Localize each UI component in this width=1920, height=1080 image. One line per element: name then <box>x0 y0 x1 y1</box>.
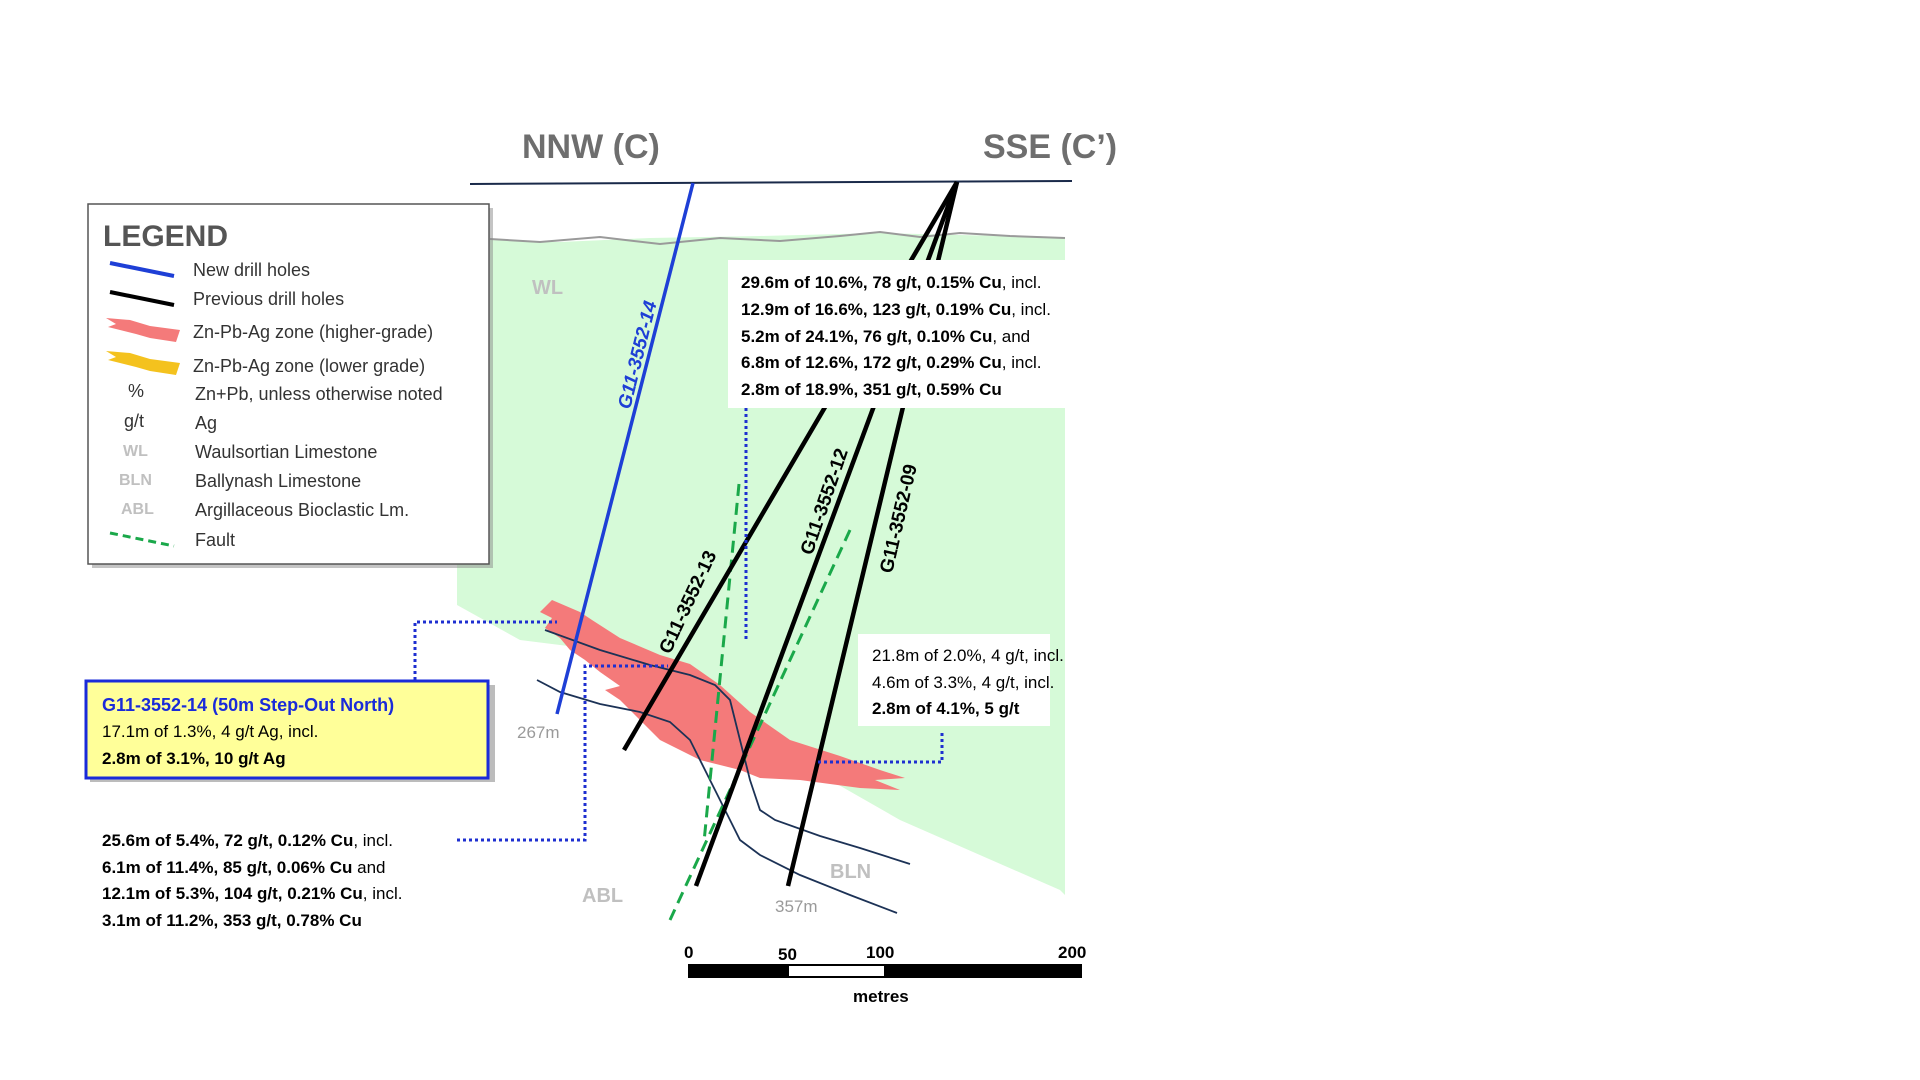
legend-label-gt: Ag <box>195 413 217 433</box>
callout-line-2: 2.8m of 3.1%, 10 g/t Ag <box>102 749 286 768</box>
legend-abbr-percent: % <box>128 381 144 401</box>
legend-lower-grade-swatch <box>106 351 180 375</box>
svg-text:12.9m of 16.6%, 123 g/t, 0.19%: 12.9m of 16.6%, 123 g/t, 0.19% Cu, incl. <box>741 300 1051 319</box>
legend-title: LEGEND <box>103 220 228 253</box>
depth-label-267m: 267m <box>517 723 560 742</box>
section-reference-line <box>469 180 1073 185</box>
svg-text:12.1m of 5.3%, 104 g/t, 0.21%: 12.1m of 5.3%, 104 g/t, 0.21% Cu, incl. <box>102 884 402 903</box>
legend-label-bln: Ballynash Limestone <box>195 471 361 491</box>
depth-label-357m: 357m <box>775 897 818 916</box>
legend: LEGEND New drill holes Previous drill ho… <box>87 203 493 568</box>
topographic-surface <box>489 230 1066 246</box>
intercepts-mid-right: 21.8m of 2.0%, 4 g/t, incl. 4.6m of 3.3%… <box>872 646 1064 718</box>
legend-abbr-gt: g/t <box>124 411 144 431</box>
legend-abbr-abl: ABL <box>121 501 154 518</box>
section-end-left-label: NNW (C) <box>522 128 660 166</box>
svg-text:3.1m of 11.2%, 353 g/t, 0.78%: 3.1m of 11.2%, 353 g/t, 0.78% Cu <box>102 911 362 930</box>
svg-text:21.8m of 2.0%, 4 g/t, incl.: 21.8m of 2.0%, 4 g/t, incl. <box>872 646 1064 665</box>
svg-text:6.1m of 11.4%, 85 g/t, 0.06% C: 6.1m of 11.4%, 85 g/t, 0.06% Cu and <box>102 858 385 877</box>
scale-tick-50: 50 <box>778 945 797 964</box>
leader-line-mid-right <box>818 730 944 764</box>
svg-text:29.6m of 10.6%, 78 g/t, 0.15%: 29.6m of 10.6%, 78 g/t, 0.15% Cu, incl. <box>741 273 1041 292</box>
callout-g11-3552-14: G11-3552-14 (50m Step-Out North) 17.1m o… <box>84 679 495 782</box>
legend-label-higher-grade: Zn-Pb-Ag zone (higher-grade) <box>193 322 433 342</box>
legend-label-previous-holes: Previous drill holes <box>193 289 344 309</box>
scale-tick-200: 200 <box>1058 943 1086 962</box>
intercepts-top-right: 29.6m of 10.6%, 78 g/t, 0.15% Cu, incl. … <box>741 273 1051 399</box>
section-end-right-label: SSE (C’) <box>983 128 1117 166</box>
leader-line-bottom-left <box>457 664 668 842</box>
svg-text:2.8m of 18.9%, 351 g/t, 0.59%: 2.8m of 18.9%, 351 g/t, 0.59% Cu <box>741 380 1002 399</box>
callout-line-1: 17.1m of 1.3%, 4 g/t Ag, incl. <box>102 722 318 741</box>
legend-label-abl: Argillaceous Bioclastic Lm. <box>195 500 409 520</box>
drill-hole-g11-3552-14 <box>555 182 695 715</box>
legend-label-wl: Waulsortian Limestone <box>195 442 377 462</box>
svg-text:6.8m of 12.6%, 172 g/t, 0.29%: 6.8m of 12.6%, 172 g/t, 0.29% Cu, incl. <box>741 353 1041 372</box>
svg-text:2.8m of 4.1%, 5 g/t: 2.8m of 4.1%, 5 g/t <box>872 699 1020 718</box>
legend-abbr-wl: WL <box>123 443 148 460</box>
legend-abbr-bln: BLN <box>119 472 152 489</box>
intercepts-bottom-left: 25.6m of 5.4%, 72 g/t, 0.12% Cu, incl. 6… <box>102 831 402 930</box>
legend-label-percent: Zn+Pb, unless otherwise noted <box>195 384 443 404</box>
higher-grade-zone <box>540 600 905 790</box>
legend-label-lower-grade: Zn-Pb-Ag zone (lower grade) <box>193 356 425 376</box>
scale-tick-100: 100 <box>866 943 894 962</box>
legend-new-hole-line <box>109 261 175 278</box>
legend-label-fault: Fault <box>195 530 235 550</box>
fault-1 <box>702 483 741 843</box>
svg-text:4.6m of 3.3%, 4 g/t, incl.: 4.6m of 3.3%, 4 g/t, incl. <box>872 673 1054 692</box>
scale-tick-0: 0 <box>684 943 693 962</box>
unit-label-abl: ABL <box>582 885 623 907</box>
intercept-box-top-right <box>728 260 1083 408</box>
legend-label-new-holes: New drill holes <box>193 260 310 280</box>
unit-label-bln: BLN <box>830 861 871 883</box>
callout-title: G11-3552-14 (50m Step-Out North) <box>102 695 394 715</box>
legend-higher-grade-swatch <box>106 318 180 342</box>
fault-2 <box>668 529 852 921</box>
scale-bar: 0 50 100 200 metres <box>684 943 1086 1006</box>
leader-line-callout <box>413 620 557 680</box>
unit-label-wl: WL <box>532 277 563 299</box>
intercept-box-mid-right <box>858 634 1050 726</box>
svg-text:5.2m of 24.1%, 76 g/t, 0.10% C: 5.2m of 24.1%, 76 g/t, 0.10% Cu, and <box>741 327 1030 346</box>
svg-text:25.6m of 5.4%, 72 g/t, 0.12% C: 25.6m of 5.4%, 72 g/t, 0.12% Cu, incl. <box>102 831 393 850</box>
legend-fault-line <box>109 531 175 548</box>
legend-previous-hole-line <box>109 290 175 307</box>
scale-unit-label: metres <box>853 987 909 1006</box>
